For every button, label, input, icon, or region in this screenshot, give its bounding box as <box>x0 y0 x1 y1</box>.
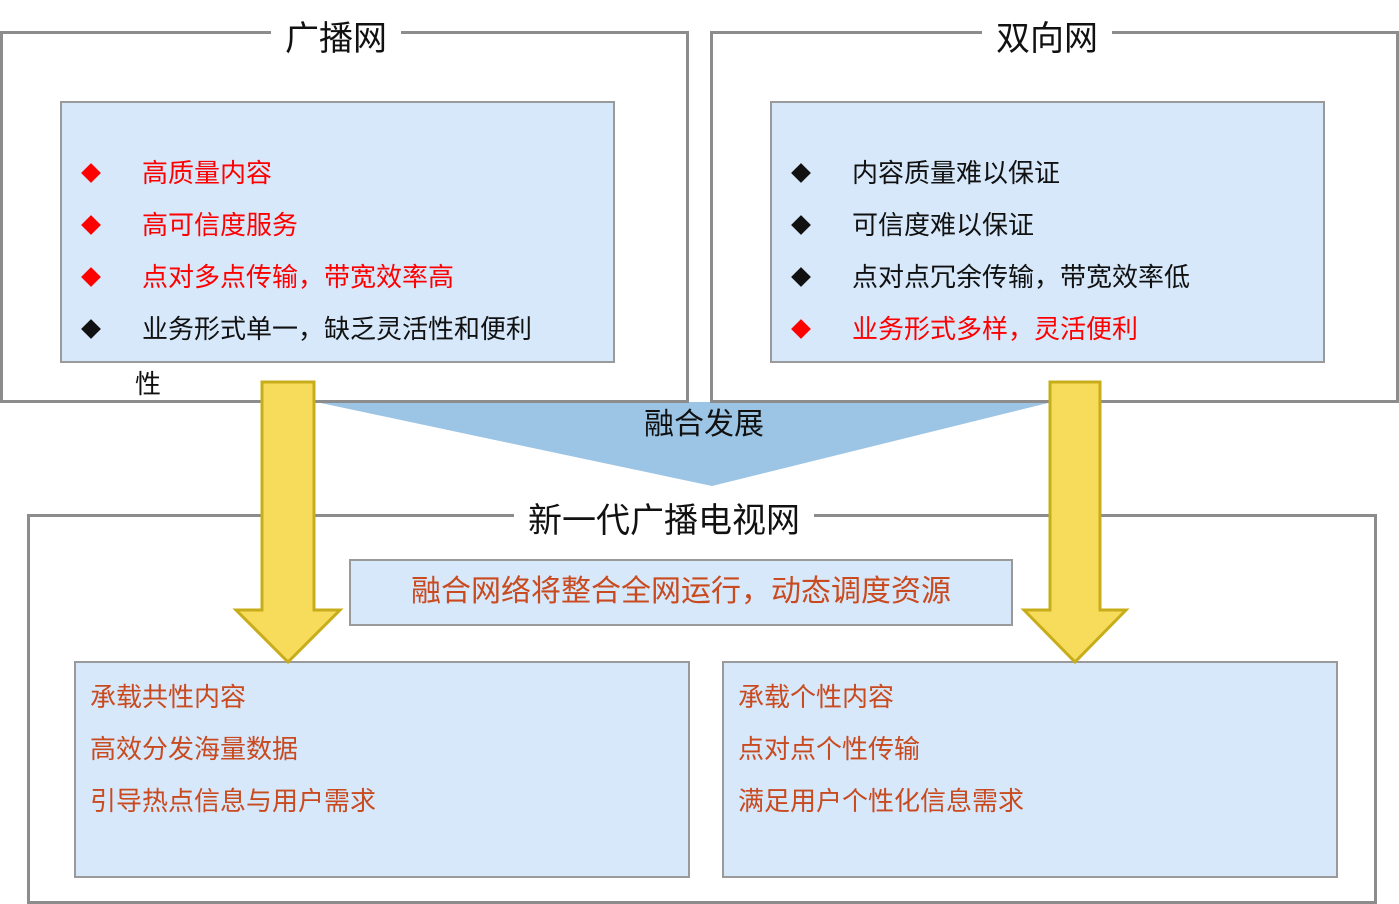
broadcast-feature-item-text: 高可信度服务 <box>142 211 299 241</box>
interactive-feature-item-text: 点对点冗余传输，带宽效率低 <box>852 263 1191 293</box>
shared-content-item: 承载共性内容 <box>90 683 247 713</box>
broadcast-feature-item-text: 点对多点传输，带宽效率高 <box>142 263 455 293</box>
broadcast-features-panel <box>60 101 615 363</box>
interactive-network-title: 双向网 <box>982 19 1112 59</box>
broadcast-feature-overflow: 性 <box>135 370 162 400</box>
broadcast-feature-item-text: 业务形式单一，缺乏灵活性和便利 <box>142 315 533 345</box>
merge-triangle <box>316 402 1052 486</box>
interactive-feature-item-text: 业务形式多样，灵活便利 <box>852 315 1139 345</box>
merge-label: 融合发展 <box>644 407 764 442</box>
broadcast-down-arrow <box>232 380 344 665</box>
personal-content-list: 承载个性内容点对点个性传输满足用户个性化信息需求 <box>738 680 1024 836</box>
next-gen-summary-box: 融合网络将整合全网运行，动态调度资源 <box>349 559 1013 626</box>
personal-content-item: 承载个性内容 <box>738 683 895 713</box>
personal-content-panel <box>722 661 1338 878</box>
next-gen-network-title: 新一代广播电视网 <box>514 501 814 541</box>
interactive-down-arrow <box>1020 380 1130 665</box>
shared-content-panel <box>74 661 690 878</box>
personal-content-item: 满足用户个性化信息需求 <box>738 787 1025 817</box>
broadcast-feature-item-text: 高质量内容 <box>142 159 273 189</box>
shared-content-item: 引导热点信息与用户需求 <box>90 787 377 817</box>
interactive-features-panel <box>770 101 1325 363</box>
interactive-feature-item-text: 可信度难以保证 <box>852 211 1035 241</box>
broadcast-network-title: 广播网 <box>271 19 401 59</box>
shared-content-list: 承载共性内容高效分发海量数据引导热点信息与用户需求 <box>90 680 376 836</box>
shared-content-item: 高效分发海量数据 <box>90 735 299 765</box>
personal-content-item: 点对点个性传输 <box>738 735 921 765</box>
interactive-feature-item-text: 内容质量难以保证 <box>852 159 1061 189</box>
